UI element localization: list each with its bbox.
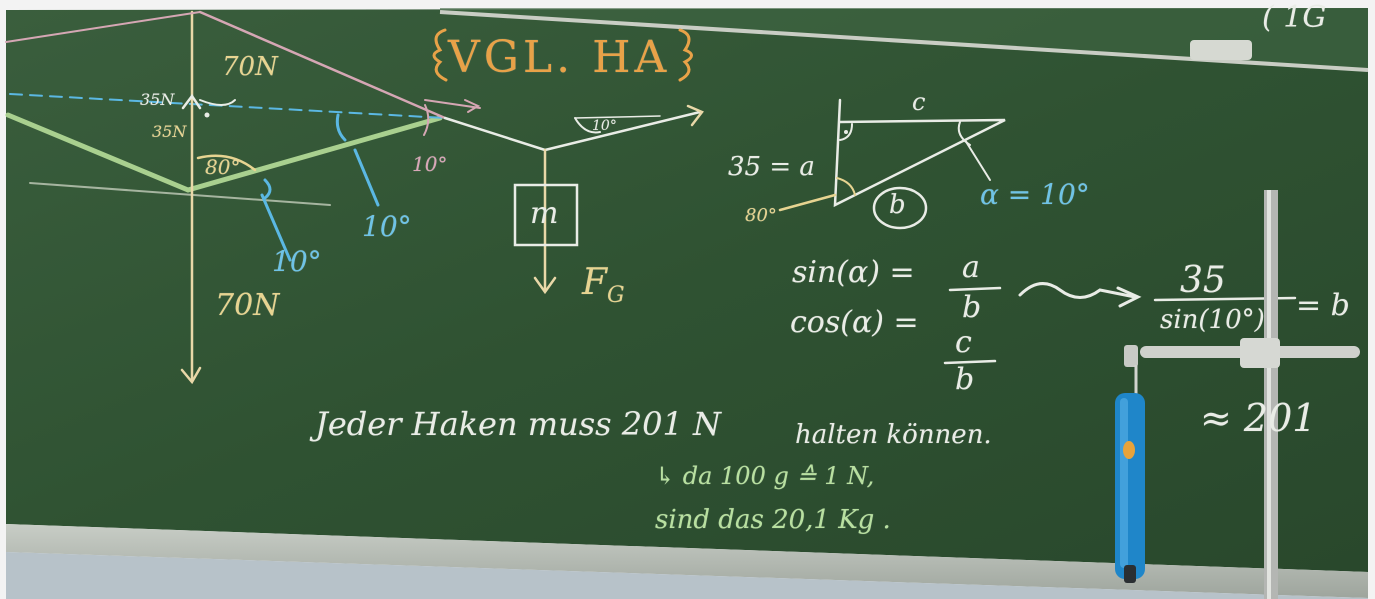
half-force-vertical: 35N [152,122,187,141]
rope-angle-label: 10° [592,118,617,134]
angle-80-label: 80° [205,155,241,179]
sin-formula-lhs: sin(α) = [792,255,915,290]
mass-label: m [530,196,559,231]
chalkboard [6,8,1368,572]
force-bottom-label: 70N [215,288,280,323]
half-force-horizontal: 35N [140,90,175,109]
chalk-ledge [6,524,1368,598]
angle-10-label-a: 10° [362,210,412,243]
sentence-line-1: Jeder Haken muss 201 N [315,405,721,443]
weight-force-letter: F [582,262,607,303]
sin-formula-denominator: b [962,290,982,325]
cos-formula-numerator: c [955,325,972,360]
force-top-label: 70N [222,52,278,82]
sin-formula-numerator: a [962,250,980,285]
triangle-side-c: c [912,88,926,116]
triangle-side-a: 35 = a [728,152,815,182]
result-numerator: 35 [1180,260,1226,301]
weight-force-label: FG [582,262,625,308]
sentence-line-1b: halten können. [795,420,992,450]
angle-10-label-pink: 10° [412,152,448,176]
triangle-side-b: b [889,190,906,220]
cos-formula-denominator: b [955,362,975,397]
sentence-line-2: ↳ da 100 g ≙ 1 N, [655,462,875,490]
sentence-line-3: sind das 20,1 Kg . [655,505,891,535]
board-clip [1190,40,1252,60]
result-equals-b: = b [1296,288,1350,323]
angle-10-label-b: 10° [272,245,322,278]
triangle-angle-80: 80° [745,205,777,226]
weight-force-subscript: G [606,283,625,309]
result-denominator: sin(10°) [1160,305,1265,335]
board-title: VGL. HA [448,32,671,83]
cos-formula-lhs: cos(α) = [790,305,919,340]
lab-stand [1115,190,1360,599]
top-right-fragment: ( 1G [1262,0,1327,35]
result-approx: ≈ 201 [1200,396,1317,440]
triangle-angle-alpha: α = 10° [980,178,1090,211]
